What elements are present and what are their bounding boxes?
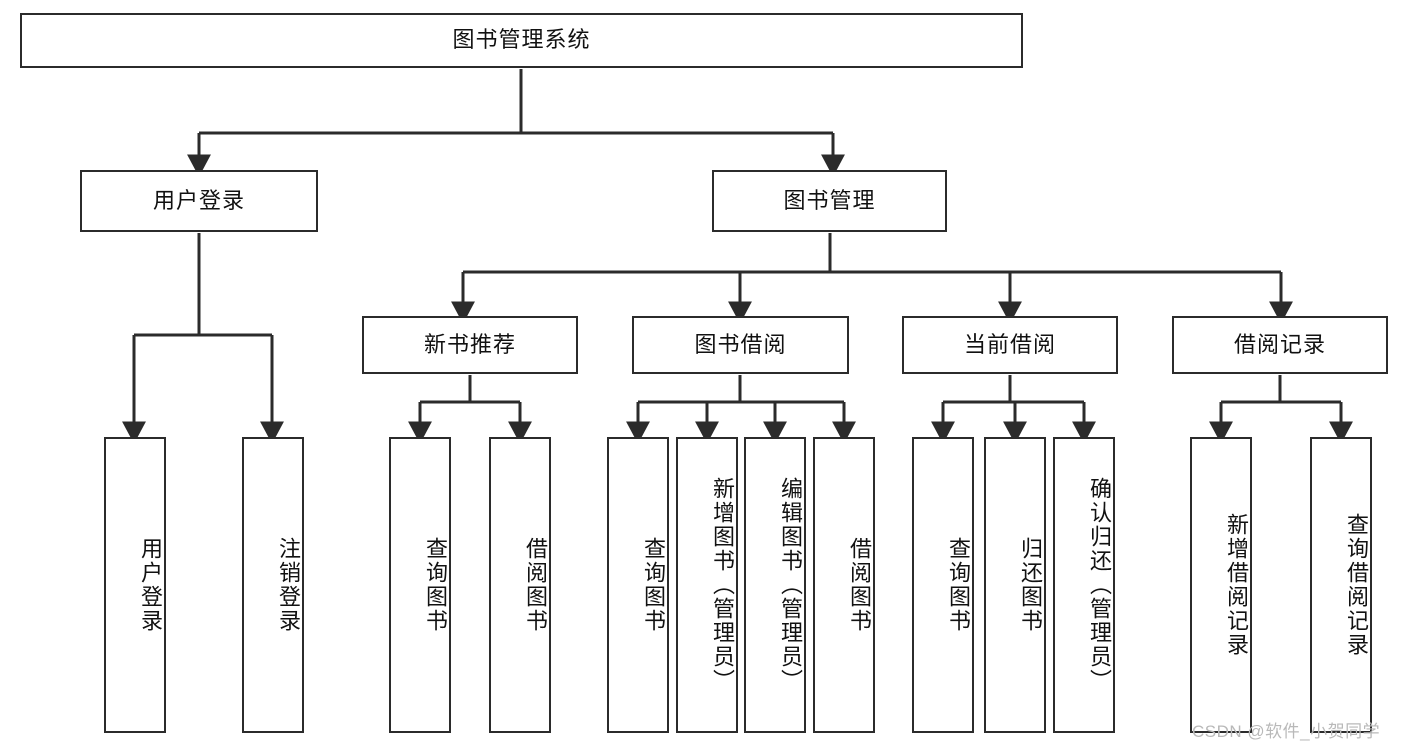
node-level3-new-book-recommendation[interactable]: 新书推荐 xyxy=(362,316,578,374)
node-level3-current-borrowing[interactable]: 当前借阅 xyxy=(902,316,1118,374)
node-level3-book-borrowing[interactable]: 图书借阅 xyxy=(632,316,849,374)
leaf-borrow-books-recommend[interactable]: 借阅图书 xyxy=(489,437,551,733)
node-level3-borrow-records[interactable]: 借阅记录 xyxy=(1172,316,1388,374)
leaf-query-books-current[interactable]: 查询图书 xyxy=(912,437,974,733)
leaf-edit-book-admin[interactable]: 编辑图书（管理员） xyxy=(744,437,806,733)
leaf-add-book-admin[interactable]: 新增图书（管理员） xyxy=(676,437,738,733)
leaf-query-books-borrowing[interactable]: 查询图书 xyxy=(607,437,669,733)
leaf-query-borrow-record[interactable]: 查询借阅记录 xyxy=(1310,437,1372,733)
leaf-user-login[interactable]: 用户登录 xyxy=(104,437,166,733)
node-level2-book-management[interactable]: 图书管理 xyxy=(712,170,947,232)
leaf-return-books[interactable]: 归还图书 xyxy=(984,437,1046,733)
leaf-query-books-recommend[interactable]: 查询图书 xyxy=(389,437,451,733)
leaf-confirm-return-admin[interactable]: 确认归还（管理员） xyxy=(1053,437,1115,733)
node-level2-user-login[interactable]: 用户登录 xyxy=(80,170,318,232)
leaf-logout[interactable]: 注销登录 xyxy=(242,437,304,733)
leaf-borrow-books[interactable]: 借阅图书 xyxy=(813,437,875,733)
leaf-add-borrow-record[interactable]: 新增借阅记录 xyxy=(1190,437,1252,733)
node-root[interactable]: 图书管理系统 xyxy=(20,13,1023,68)
